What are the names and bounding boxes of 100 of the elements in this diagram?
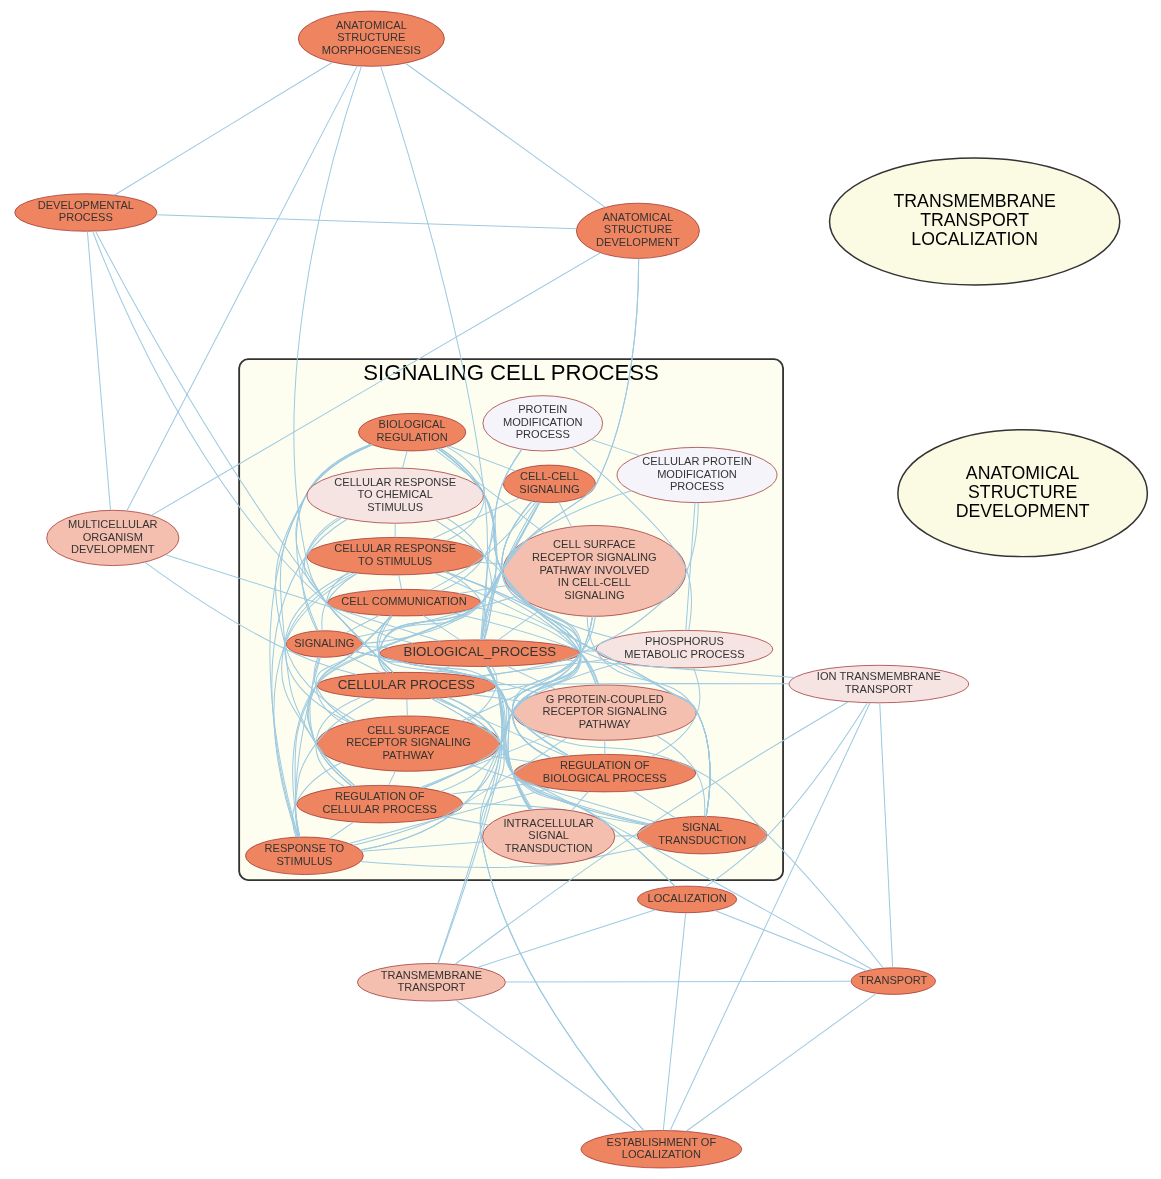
connector	[434, 519, 597, 686]
node-ellipse: CELLULAR RESPONSE TO CHEMICAL STIMULUS	[306, 467, 484, 524]
connector	[497, 607, 543, 641]
node-ellipse: CELL-CELL SIGNALING	[502, 464, 596, 503]
node-ellipse: CELLULAR RESPONSE TO STIMULUS	[306, 537, 484, 576]
connector	[86, 230, 111, 511]
connector	[481, 501, 538, 641]
node-ellipse: ION TRANSMEMBRANE TRANSPORT	[788, 664, 969, 704]
connector	[303, 516, 393, 673]
connector	[352, 737, 567, 846]
connector	[164, 554, 440, 642]
connector	[359, 845, 650, 868]
connector	[268, 444, 373, 838]
connector	[404, 62, 606, 208]
node-ellipse: CELL SURFACE RECEPTOR SIGNALING PATHWAY	[316, 715, 500, 772]
connector	[494, 683, 789, 686]
connector	[489, 755, 532, 763]
connector	[433, 448, 545, 534]
connector	[405, 698, 408, 717]
node-ellipse: LOCALIZATION	[636, 885, 737, 914]
connector	[361, 645, 389, 649]
connector	[308, 656, 353, 787]
connector	[376, 615, 531, 811]
connector	[713, 909, 867, 972]
node-ellipse: ANATOMICAL STRUCTURE DEVELOPMENT	[896, 428, 1148, 558]
connector	[444, 571, 599, 686]
connector	[344, 614, 380, 634]
connector	[446, 697, 644, 1132]
connector	[504, 980, 852, 983]
connector	[878, 702, 893, 969]
connector	[313, 656, 352, 723]
node-ellipse: ANATOMICAL STRUCTURE DEVELOPMENT	[575, 202, 700, 259]
connector	[603, 739, 605, 755]
connector	[430, 497, 519, 540]
connector	[348, 787, 551, 844]
connector	[662, 912, 686, 1131]
connector	[439, 666, 506, 792]
connector	[631, 790, 676, 819]
connector	[359, 616, 593, 851]
connector	[485, 615, 596, 693]
connector	[360, 841, 484, 852]
connector	[291, 501, 540, 838]
connector	[458, 584, 508, 594]
connector	[419, 734, 550, 789]
node-ellipse: TRANSMEMBRANE TRANSPORT LOCALIZATION	[828, 157, 1120, 286]
connector	[422, 661, 622, 789]
connector	[485, 665, 884, 969]
connector	[429, 501, 536, 591]
connector	[570, 791, 589, 811]
connector	[359, 666, 505, 851]
connector	[460, 500, 581, 722]
connector	[430, 697, 676, 887]
connector	[443, 571, 581, 811]
connector	[291, 762, 342, 838]
connector	[377, 448, 522, 674]
connector	[113, 61, 333, 196]
connector	[685, 992, 877, 1132]
connector	[345, 654, 381, 674]
node-ellipse: CELLULAR PROTEIN MODIFICATION PROCESS	[616, 447, 777, 503]
node-ellipse: BIOLOGICAL REGULATION	[357, 413, 466, 452]
connector	[422, 615, 461, 641]
node-ellipse: ESTABLISHMENT OF LOCALIZATION	[580, 1130, 742, 1169]
connector	[144, 561, 357, 676]
connector	[377, 615, 393, 673]
connector	[480, 490, 632, 641]
connector	[394, 522, 396, 538]
node-ellipse: BIOLOGICAL_PROCESS	[379, 639, 580, 667]
connector	[505, 665, 556, 690]
connector	[650, 667, 700, 758]
connector	[655, 734, 705, 817]
connector	[565, 659, 795, 679]
node-ellipse: PROTEIN MODIFICATION PROCESS	[482, 395, 603, 452]
connector	[294, 697, 376, 838]
connector	[325, 571, 394, 673]
connector	[465, 666, 498, 723]
connector	[684, 502, 696, 631]
connector	[294, 443, 393, 673]
connector	[272, 572, 358, 838]
node-ellipse: G PROTEIN-COUPLED RECEPTOR SIGNALING PATHWAY	[512, 684, 697, 741]
connector	[307, 615, 392, 787]
connector	[439, 447, 494, 592]
connector	[446, 517, 493, 641]
connector	[433, 697, 567, 757]
node-ellipse: CELL SURFACE RECEPTOR SIGNALING PATHWAY INVOLVED IN CELL-CELL SIGNALING	[502, 525, 686, 617]
connector	[471, 694, 522, 702]
connector	[294, 656, 321, 838]
connector	[280, 572, 356, 787]
connector	[356, 595, 518, 638]
node-ellipse: INTRACELLULAR SIGNAL TRANSDUCTION	[481, 808, 615, 865]
connector	[387, 770, 396, 786]
connector	[443, 571, 581, 759]
connector	[315, 615, 392, 725]
connector	[468, 763, 656, 823]
connector	[614, 835, 638, 837]
node-ellipse: ANATOMICAL STRUCTURE MORPHOGENESIS	[297, 10, 445, 67]
connector	[439, 447, 497, 641]
node-ellipse: DEVELOPMENTAL PROCESS	[13, 193, 157, 232]
connector	[125, 65, 358, 512]
connector	[557, 501, 572, 528]
node-ellipse: SIGNAL TRANSDUCTION	[636, 816, 767, 855]
